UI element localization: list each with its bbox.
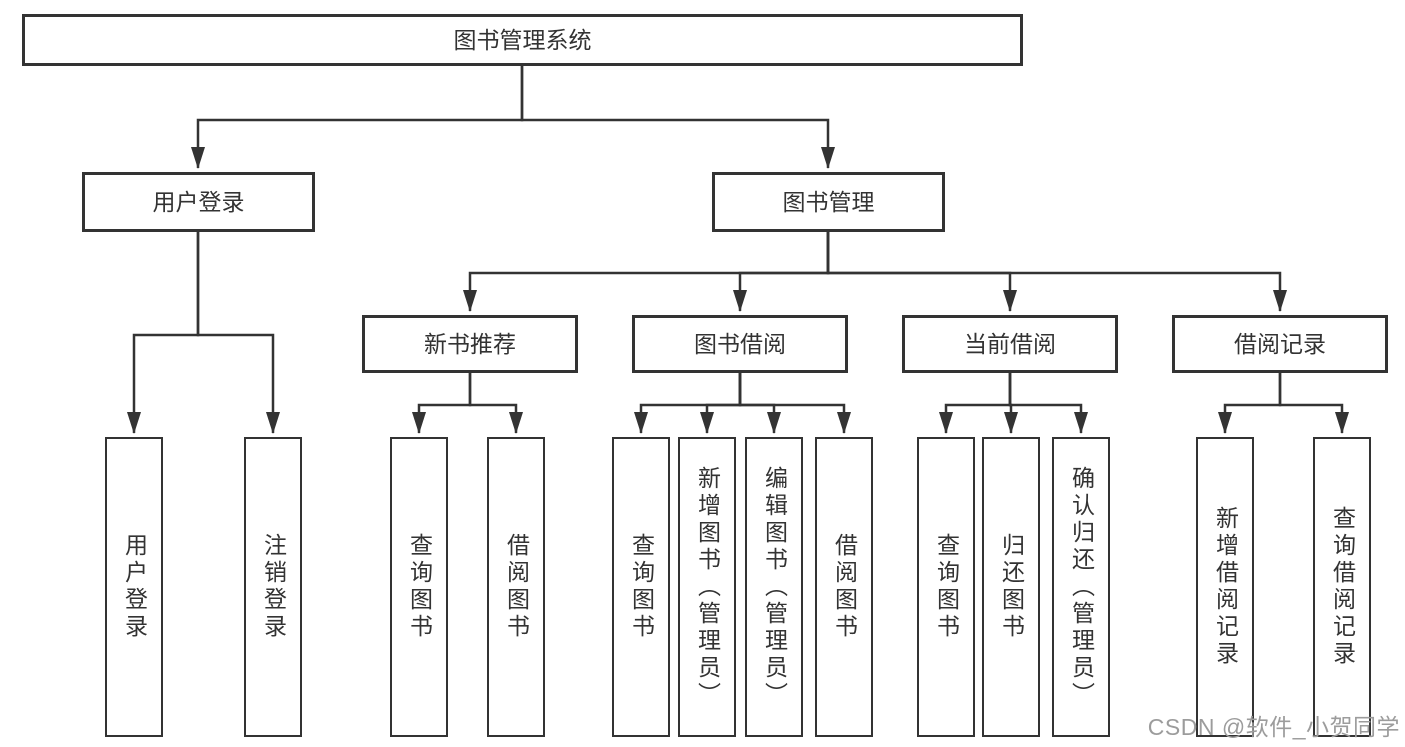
node-root-label: 图书管理系统 — [453, 26, 592, 53]
edge-newbook-query — [412, 373, 472, 434]
leaf-add-book-admin: 新增图书（管理员） — [678, 437, 736, 737]
edge-current-query — [939, 373, 1012, 434]
leaf-query-books-borrowing-label: 查询图书 — [628, 533, 655, 641]
leaf-add-book-admin-label: 新增图书（管理员） — [694, 465, 721, 709]
edge-records-query — [1278, 373, 1349, 434]
edge-borrowing-add — [700, 373, 742, 434]
node-borrowing-records-label: 借阅记录 — [1234, 330, 1326, 357]
node-book-borrowing-label: 图书借阅 — [694, 330, 786, 357]
edge-current-confirm — [1008, 373, 1088, 434]
edge-borrowing-query — [634, 373, 742, 434]
leaf-query-books-current-label: 查询图书 — [933, 533, 960, 641]
leaf-query-borrow-record: 查询借阅记录 — [1313, 437, 1371, 737]
leaf-query-books-recommend-label: 查询图书 — [406, 533, 433, 641]
node-borrowing-records: 借阅记录 — [1172, 315, 1388, 373]
node-root: 图书管理系统 — [22, 14, 1023, 66]
edge-root-book-management — [520, 66, 835, 169]
node-book-management-label: 图书管理 — [782, 188, 875, 215]
leaf-borrow-books-borrowing: 借阅图书 — [815, 437, 873, 737]
leaf-query-borrow-record-label: 查询借阅记录 — [1329, 506, 1356, 668]
node-book-borrowing: 图书借阅 — [632, 315, 848, 373]
node-current-borrowing-label: 当前借阅 — [964, 330, 1056, 357]
leaf-query-books-current: 查询图书 — [917, 437, 975, 737]
leaf-borrow-books-recommend-label: 借阅图书 — [503, 533, 530, 641]
node-user-login-label: 用户登录 — [152, 188, 245, 215]
node-current-borrowing: 当前借阅 — [902, 315, 1118, 373]
edge-root-user-login — [191, 66, 524, 169]
leaf-edit-book-admin: 编辑图书（管理员） — [745, 437, 803, 737]
leaf-return-book: 归还图书 — [982, 437, 1040, 737]
leaf-return-book-label: 归还图书 — [998, 533, 1025, 641]
leaf-borrow-books-recommend: 借阅图书 — [487, 437, 545, 737]
leaf-user-login: 用户登录 — [105, 437, 163, 737]
edge-mgmt-current-borrow — [826, 232, 1017, 312]
leaf-query-books-recommend: 查询图书 — [390, 437, 448, 737]
edge-mgmt-borrow-records — [826, 232, 1287, 312]
leaf-logout-label: 注销登录 — [260, 533, 287, 641]
leaf-user-login-label: 用户登录 — [121, 533, 148, 641]
edge-mgmt-book-borrow — [733, 232, 830, 312]
watermark-text: CSDN @软件_小贺同学 — [1147, 714, 1400, 740]
leaf-add-borrow-record-label: 新增借阅记录 — [1212, 506, 1239, 668]
edge-newbook-borrow — [468, 373, 523, 434]
node-user-login: 用户登录 — [82, 172, 315, 232]
edge-userlogin-leaf-login — [127, 232, 200, 434]
leaf-add-borrow-record: 新增借阅记录 — [1196, 437, 1254, 737]
edge-borrowing-edit — [738, 373, 781, 434]
leaf-query-books-borrowing: 查询图书 — [612, 437, 670, 737]
node-new-book-recommend-label: 新书推荐 — [424, 330, 516, 357]
edge-mgmt-new-book — [463, 232, 830, 312]
edge-current-return — [1004, 373, 1018, 434]
leaf-borrow-books-borrowing-label: 借阅图书 — [831, 533, 858, 641]
edge-borrowing-borrow — [738, 373, 851, 434]
node-book-management: 图书管理 — [712, 172, 945, 232]
leaf-edit-book-admin-label: 编辑图书（管理员） — [761, 465, 788, 709]
leaf-confirm-return-admin-label: 确认归还（管理员） — [1068, 465, 1095, 709]
edge-userlogin-leaf-logout — [196, 232, 280, 434]
edge-records-add — [1218, 373, 1282, 434]
leaf-logout: 注销登录 — [244, 437, 302, 737]
leaf-confirm-return-admin: 确认归还（管理员） — [1052, 437, 1110, 737]
node-new-book-recommend: 新书推荐 — [362, 315, 578, 373]
